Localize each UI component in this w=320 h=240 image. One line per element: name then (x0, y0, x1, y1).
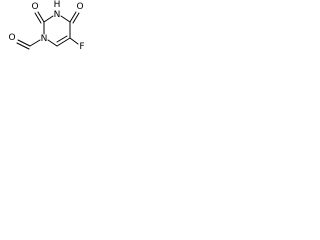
bond-c5-c6-double (56, 35, 68, 43)
atom-labels: O H N O N F O (8, 0, 84, 52)
atom-o-top-left: O (31, 2, 38, 12)
bond-c2-o (37, 11, 45, 23)
atom-o-formyl: O (8, 33, 15, 43)
molecule-structure: O H N O N F O (8, 0, 84, 52)
bond-c5-f (69, 37, 79, 45)
atom-f: F (79, 42, 84, 52)
atom-n3: N (54, 10, 61, 20)
bond-cho-o (17, 39, 31, 47)
bond-c2-o-double (34, 12, 42, 24)
bond-c5-c6 (56, 37, 71, 47)
bond-cho-o-double (16, 42, 30, 50)
atom-n1: N (41, 34, 48, 44)
atom-o-top-right: O (76, 2, 83, 12)
bond-n1-cho (29, 39, 41, 47)
bond-c4-o-double (72, 12, 80, 24)
bonds (16, 11, 80, 50)
bond-c4-o (69, 11, 77, 23)
atom-h-n3: H (54, 0, 61, 10)
bond-c6-n1 (47, 39, 58, 47)
bond-n3-c4 (60, 15, 71, 23)
bond-c2-n3 (43, 15, 54, 23)
